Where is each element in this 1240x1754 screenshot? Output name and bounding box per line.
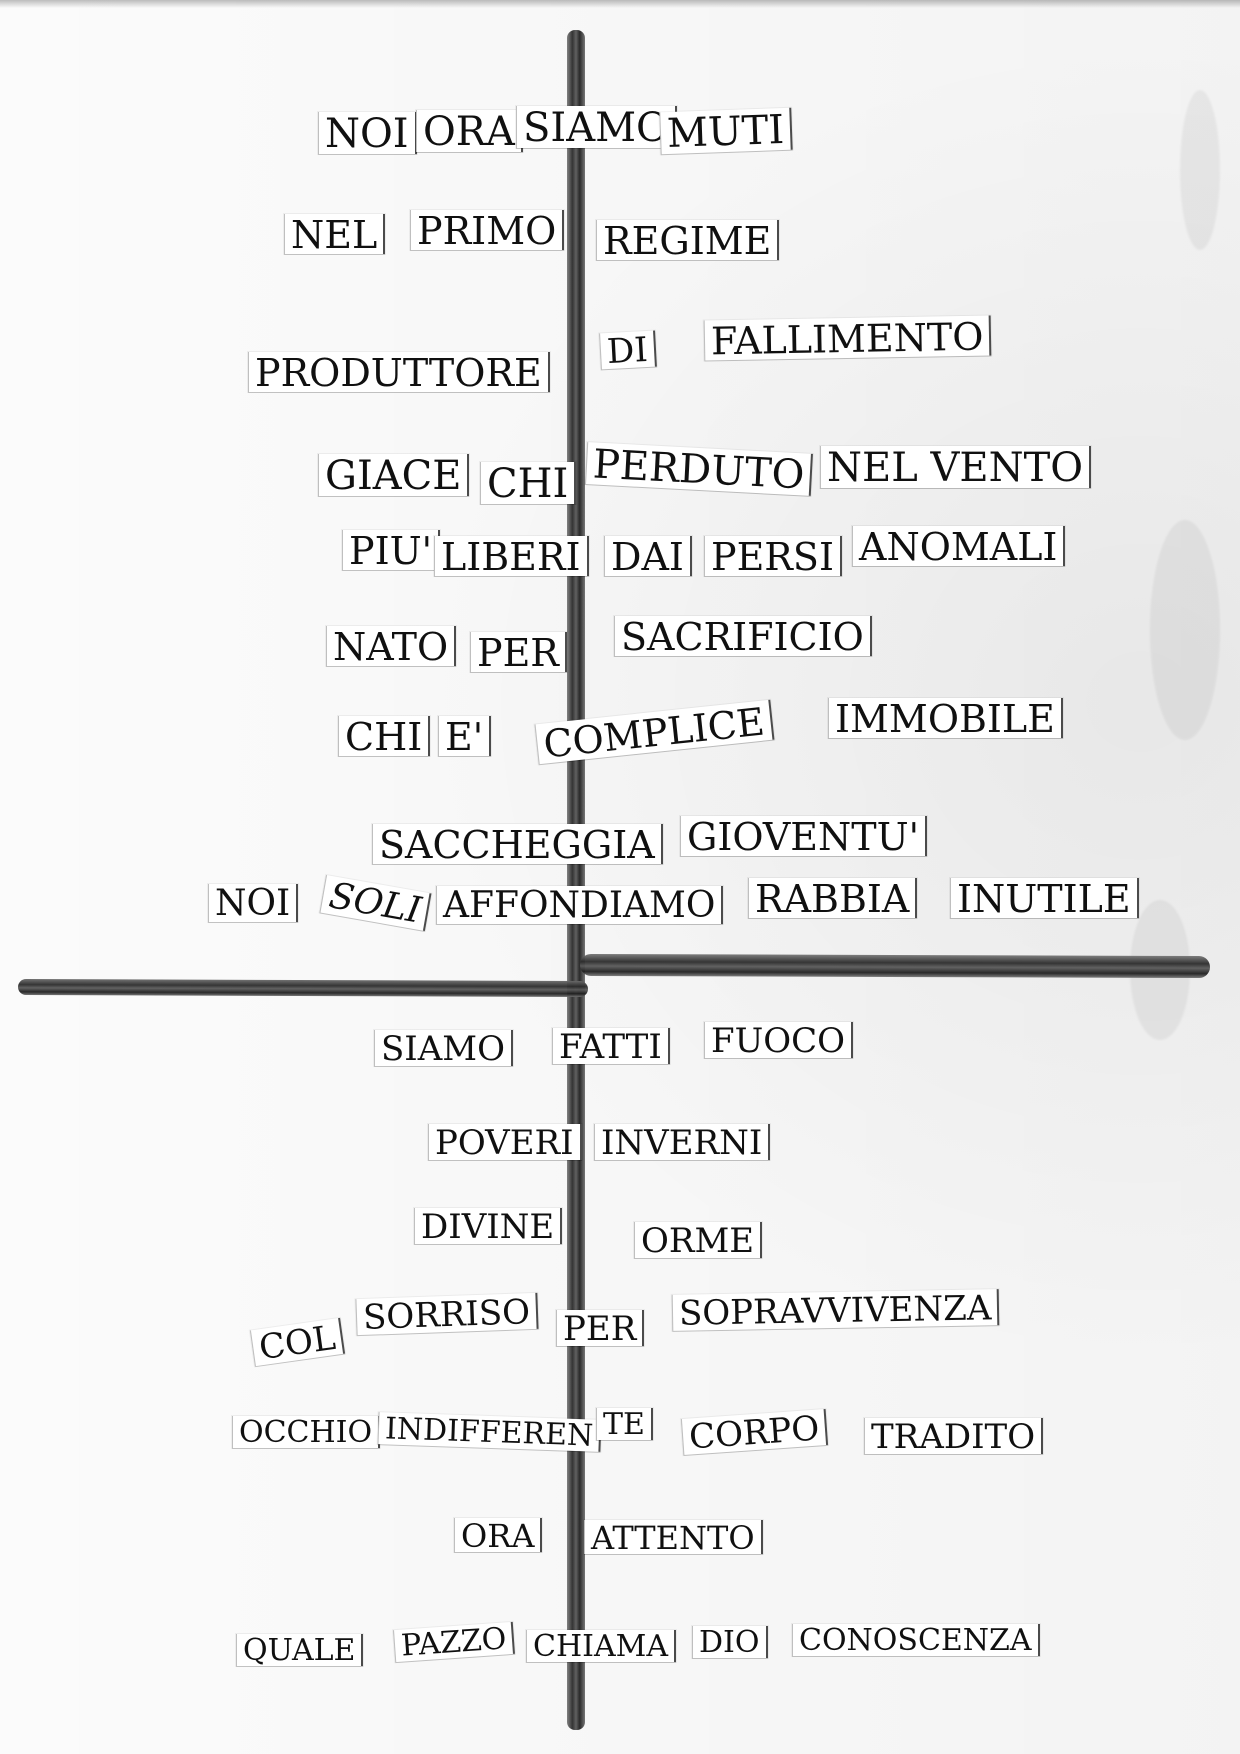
word: FUOCO [704, 1022, 854, 1058]
word: CHIAMA [526, 1630, 677, 1662]
word: INUTILE [950, 878, 1139, 918]
word: CHI [480, 462, 577, 504]
word: NEL VENTO [820, 446, 1092, 488]
word: LIBERI [434, 536, 589, 576]
word: PRIMO [410, 210, 565, 250]
word: PIU' [342, 530, 441, 570]
scan-smudge [1150, 520, 1220, 740]
word: ORA [454, 1518, 543, 1552]
scan-smudge [1180, 90, 1220, 250]
word: QUALE [236, 1634, 364, 1666]
word: PER [556, 1310, 645, 1346]
word: PERSI [704, 536, 842, 576]
cross-horizontal-left-stick [17, 979, 589, 997]
word: PERDUTO [585, 441, 814, 498]
word: RABBIA [748, 878, 918, 918]
word: CORPO [680, 1409, 829, 1458]
word: CHI [338, 716, 431, 756]
word: TE [596, 1408, 653, 1440]
word: DAI [604, 536, 692, 576]
word: SORRISO [355, 1292, 539, 1338]
word: SIAMO [516, 106, 677, 148]
word: INDIFFEREN [377, 1411, 602, 1454]
word: ORA [416, 110, 523, 152]
word: NATO [326, 626, 457, 666]
word: ANOMALI [852, 526, 1066, 566]
word: DIO [692, 1626, 768, 1658]
word: NOI [318, 112, 417, 154]
word: SACCHEGGIA [372, 824, 663, 864]
word: NEL [284, 214, 386, 254]
word: SIAMO [374, 1030, 513, 1066]
word: PER [470, 632, 567, 672]
word: POVERI [428, 1124, 582, 1160]
word: OCCHIO [232, 1416, 381, 1448]
word: DI [599, 330, 657, 372]
word: IMMOBILE [828, 698, 1063, 738]
word: GIACE [318, 454, 470, 496]
word: SOLI [319, 874, 432, 932]
word: FATTI [552, 1028, 670, 1064]
word: SOPRAVVIVENZA [671, 1288, 1000, 1334]
word: SACRIFICIO [614, 616, 872, 656]
word: CONOSCENZA [792, 1624, 1040, 1656]
word: MUTI [659, 107, 793, 157]
word: INVERNI [594, 1124, 771, 1160]
word: AFFONDIAMO [436, 886, 724, 924]
cross-horizontal-right-stick [579, 953, 1211, 979]
cross-vertical-stick [567, 30, 585, 1730]
word: PAZZO [393, 1621, 516, 1664]
word: ORME [634, 1222, 763, 1258]
page-top-edge [0, 0, 1240, 8]
word: PRODUTTORE [248, 352, 550, 392]
word: REGIME [596, 220, 780, 260]
word: DIVINE [414, 1208, 563, 1244]
word: FALLIMENTO [703, 315, 992, 363]
word: NOI [208, 884, 299, 922]
word: GIOVENTU' [680, 816, 928, 856]
word: TRADITO [864, 1418, 1044, 1454]
word: COL [249, 1317, 346, 1368]
word: E' [438, 716, 492, 756]
word: ATTENTO [584, 1520, 763, 1554]
